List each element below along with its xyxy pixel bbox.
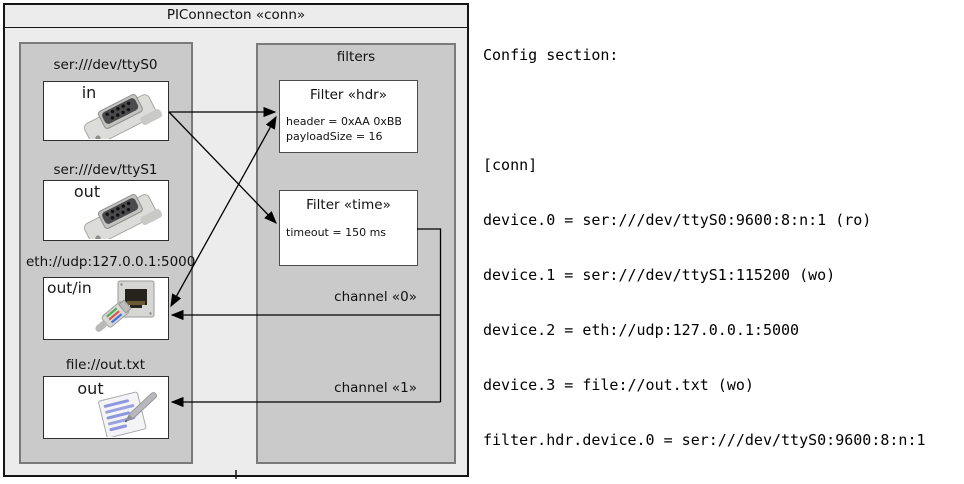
channel-0-label: channel «0» [334, 289, 417, 305]
config-line: [conn] [483, 155, 538, 174]
channel-1-label: channel «1» [334, 380, 417, 396]
channel-trunk-line [417, 228, 442, 402]
config-line: device.3 = file://out.txt (wo) [483, 375, 754, 394]
arrow-ttys0-to-filter-time [168, 111, 277, 224]
filter-box-hdr [279, 80, 418, 153]
port-label-ttys1: out [73, 182, 101, 201]
config-heading: Config section: [483, 45, 619, 64]
serial-connector-icon [83, 194, 163, 239]
config-line: device.0 = ser:///dev/ttyS0:9600:8:n:1 (… [483, 210, 872, 229]
notepad-icon [98, 391, 157, 437]
title-separator [5, 26, 467, 28]
device-label-ttys0: ser:///dev/ttyS0 [53, 57, 158, 73]
filter-attr-timeout: timeout = 150 ms [286, 226, 387, 239]
config-line: device.1 = ser:///dev/ttyS1:115200 (wo) [483, 265, 836, 284]
filter-box-time [279, 190, 418, 266]
filter-attr-header: header = 0xAA 0xBB [286, 115, 402, 128]
serial-connector-icon [83, 94, 163, 139]
arrow-eth-to-filter-hdr [170, 115, 277, 308]
connections-overlay [168, 106, 442, 479]
port-label-file: out [77, 379, 104, 398]
port-label-ttys0: in [81, 83, 97, 102]
filter-title-time: Filter «time» [306, 197, 391, 213]
device-label-file: file://out.txt [65, 357, 146, 373]
config-line: device.2 = eth://udp:127.0.0.1:5000 [483, 320, 800, 339]
config-line: filter.hdr.device.0 = ser:///dev/ttyS0:9… [483, 430, 926, 449]
filters-panel-title: filters [336, 49, 376, 65]
filter-title-hdr: Filter «hdr» [310, 87, 387, 103]
filter-attr-payloadsize: payloadSize = 16 [286, 130, 383, 143]
config-section: Config section: [conn] device.0 = ser://… [483, 9, 935, 484]
port-label-eth: out/in [47, 279, 92, 297]
config-lines: [conn] device.0 = ser:///dev/ttyS0:9600:… [483, 119, 935, 484]
ethernet-connector-icon [95, 280, 155, 332]
device-label-eth: eth://udp:127.0.0.1:5000 [26, 254, 196, 270]
device-label-ttys1: ser:///dev/ttyS1 [53, 162, 158, 178]
diagram-title: PIConnecton «conn» [166, 7, 306, 23]
